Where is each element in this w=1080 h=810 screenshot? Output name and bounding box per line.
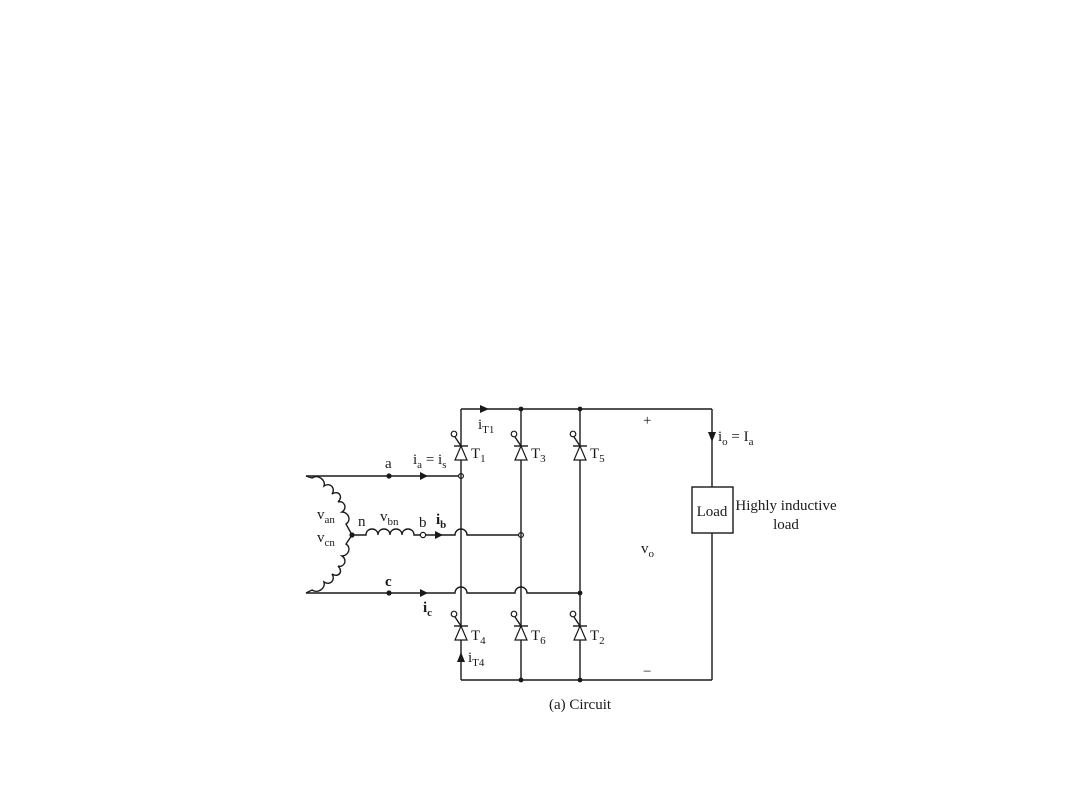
ib-label: ib [436,512,446,531]
phase-b-winding [352,528,423,536]
minus-sign: − [643,664,651,680]
vcn-label: vcn [317,530,335,549]
vbn-label: vbn [380,509,399,528]
iT1-arrow [480,405,489,413]
phase-c-winding [305,534,353,594]
thyristor-T3 [510,430,528,461]
ia-is-label: ia = is [413,452,446,471]
ib-arrow [435,531,443,539]
T2-label: T2 [590,628,605,647]
ic-label: ic [423,600,432,619]
node-c-label: c [385,574,392,590]
line-c-wire [306,586,580,594]
caption: (a) Circuit [549,697,612,713]
bottom-node-3 [577,677,583,683]
T5-label: T5 [590,446,605,465]
neutral-label: n [358,514,366,530]
top-node-3 [577,406,583,412]
thyristor-T2 [569,610,587,641]
T6-label: T6 [531,628,546,647]
phase-a-winding [305,475,353,536]
iT1-label: iT1 [478,417,494,436]
thyristor-T4 [450,610,468,641]
io-arrow [708,432,716,442]
thyristor-T1 [450,430,468,461]
van-label: van [317,507,335,526]
node-a-dot [386,473,392,479]
iT4-arrow [457,652,465,662]
top-node-2 [518,406,524,412]
vo-label: vo [641,541,655,560]
bottom-node-2 [518,677,524,683]
iT4-label: iT4 [468,650,485,669]
thyristor-T6 [510,610,528,641]
plus-sign: + [643,413,651,429]
load-description-line2: load [773,517,799,533]
node-b-label: b [419,515,427,531]
node-c-dot [386,590,392,596]
node-a-label: a [385,456,392,472]
neutral-node [349,532,355,538]
load-box [691,486,734,534]
ic-arrow [420,589,428,597]
load-description-line1: Highly inductive [735,498,837,514]
T3-label: T3 [531,446,546,465]
load-label: Load [697,504,728,520]
T4-label: T4 [471,628,486,647]
node-b-terminal [419,531,427,539]
ia-arrow [420,472,428,480]
T1-label: T1 [471,446,486,465]
thyristor-T5 [569,430,587,461]
io-label: io = Ia [718,429,754,448]
